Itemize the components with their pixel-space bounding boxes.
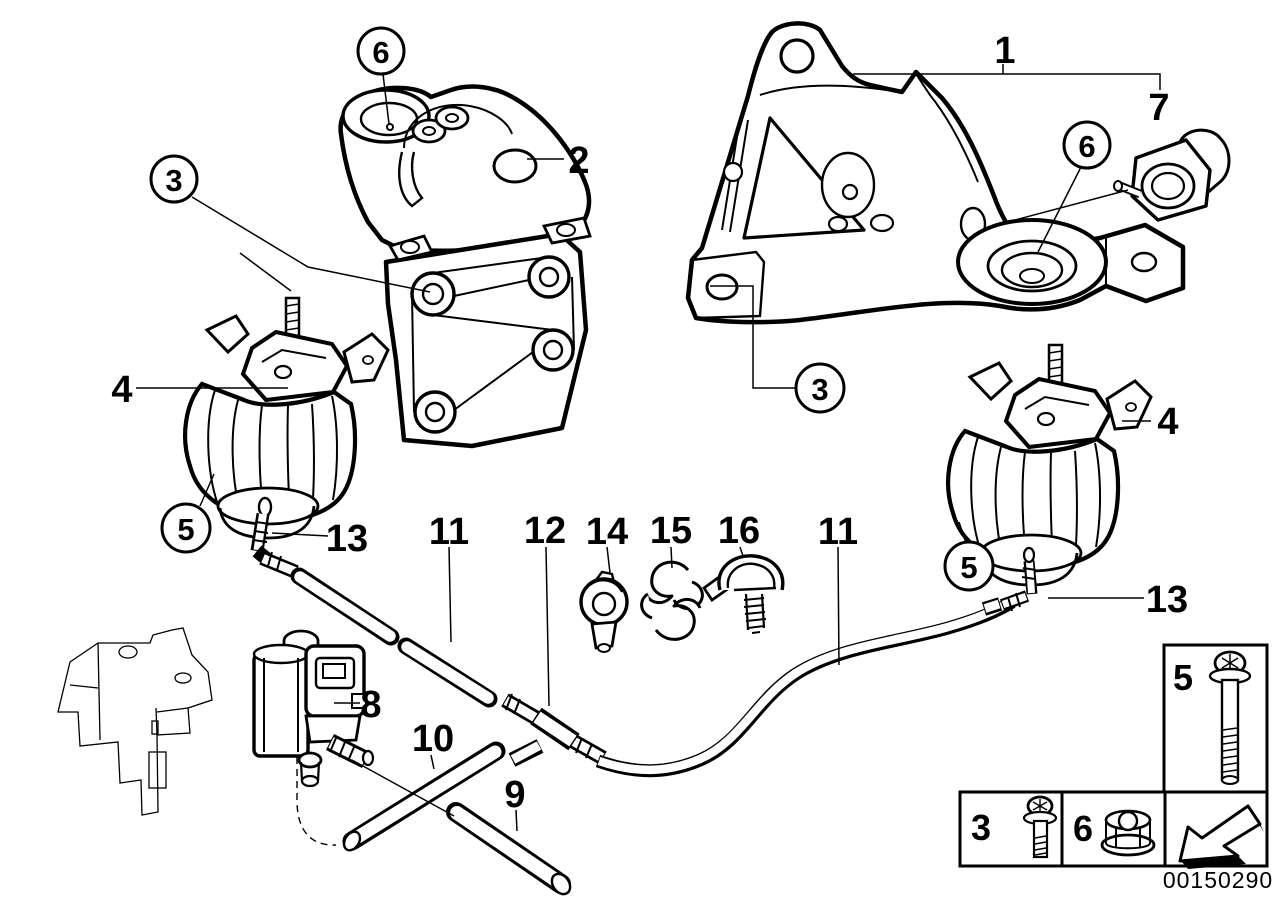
- part-15-spring-clip: [640, 560, 704, 641]
- callout-4-left[interactable]: 4: [111, 369, 132, 411]
- callout-8[interactable]: 8: [360, 684, 381, 726]
- part-13-elbow-connector-right: [981, 546, 1038, 616]
- plain-callouts: 1 2 4 4 7 8 9 10 11 11 12 13 13 14 15 16: [111, 30, 1188, 816]
- part-2-gearbox-bracket: [338, 84, 592, 449]
- callout-6-topleft[interactable]: 6: [372, 35, 389, 70]
- callout-16[interactable]: 16: [718, 510, 760, 552]
- assembly-line: [351, 759, 455, 817]
- callout-6-circle-right[interactable]: [1062, 120, 1112, 170]
- callout-3-right[interactable]: 3: [811, 372, 828, 407]
- part-4-engine-mount-left: [185, 298, 388, 538]
- callout-3-left[interactable]: 3: [165, 163, 182, 198]
- callout-2[interactable]: 2: [568, 140, 589, 182]
- hose-segment-upper: [290, 567, 400, 646]
- callout-15[interactable]: 15: [650, 510, 692, 552]
- callout-9[interactable]: 9: [504, 774, 525, 816]
- callout-6-right[interactable]: 6: [1078, 129, 1095, 164]
- part-8-vacuum-valve: [252, 629, 375, 788]
- flange-nut-icon: [1100, 809, 1156, 857]
- circled-callouts: 3 3 5 5 6 6: [149, 26, 1112, 592]
- drawing-number: 00150290: [1163, 867, 1273, 893]
- callout-7[interactable]: 7: [1148, 87, 1169, 129]
- callout-10[interactable]: 10: [412, 718, 454, 760]
- callout-3-circle-left[interactable]: [149, 154, 199, 204]
- legend-label-6: 6: [1073, 808, 1093, 849]
- callout-5-left[interactable]: 5: [177, 512, 194, 547]
- part-10-tube: [342, 741, 506, 852]
- callout-3-circle-right[interactable]: [794, 362, 846, 414]
- callout-12[interactable]: 12: [524, 510, 566, 552]
- legend-label-3: 3: [971, 807, 991, 848]
- long-bolt-icon: [1208, 650, 1252, 785]
- callout-11-left[interactable]: 11: [429, 511, 469, 553]
- callout-1[interactable]: 1: [994, 30, 1015, 72]
- callout-6-circle-topleft[interactable]: [356, 26, 406, 76]
- short-bolt-icon: [1022, 795, 1058, 859]
- part-16-clip-with-screw: [702, 554, 785, 634]
- callout-4-right[interactable]: 4: [1157, 401, 1178, 443]
- assembly-line-dashed: [296, 757, 337, 846]
- legend-box-5: [1162, 643, 1269, 794]
- callout-14[interactable]: 14: [586, 511, 628, 553]
- part-12-t-connector: [501, 693, 607, 767]
- callout-13-left[interactable]: 13: [326, 518, 368, 560]
- callout-13-right[interactable]: 13: [1146, 579, 1188, 621]
- direction-arrow-icon: [1178, 804, 1264, 869]
- callout-5-right[interactable]: 5: [960, 550, 977, 585]
- part-14-hose-clip: [579, 570, 629, 653]
- part-13-elbow-connector-left: [250, 496, 299, 579]
- part-11-hose-segment: [397, 637, 498, 708]
- legend: 5 3 6 00150290: [958, 643, 1273, 893]
- callout-5-circle-right[interactable]: [943, 540, 995, 592]
- legend-label-5: 5: [1173, 657, 1193, 698]
- callout-5-circle-left[interactable]: [160, 502, 212, 554]
- part-7-engine-mount-small: [1113, 128, 1231, 222]
- callout-leader-lines: [136, 64, 1161, 832]
- part-9-tube: [446, 802, 572, 896]
- callout-11-right[interactable]: 11: [818, 511, 858, 553]
- heat-shield-bracket: [57, 627, 213, 816]
- part-1-engine-support-bracket-right: [685, 21, 1186, 325]
- part-11-hose-long-curved: [595, 596, 1016, 778]
